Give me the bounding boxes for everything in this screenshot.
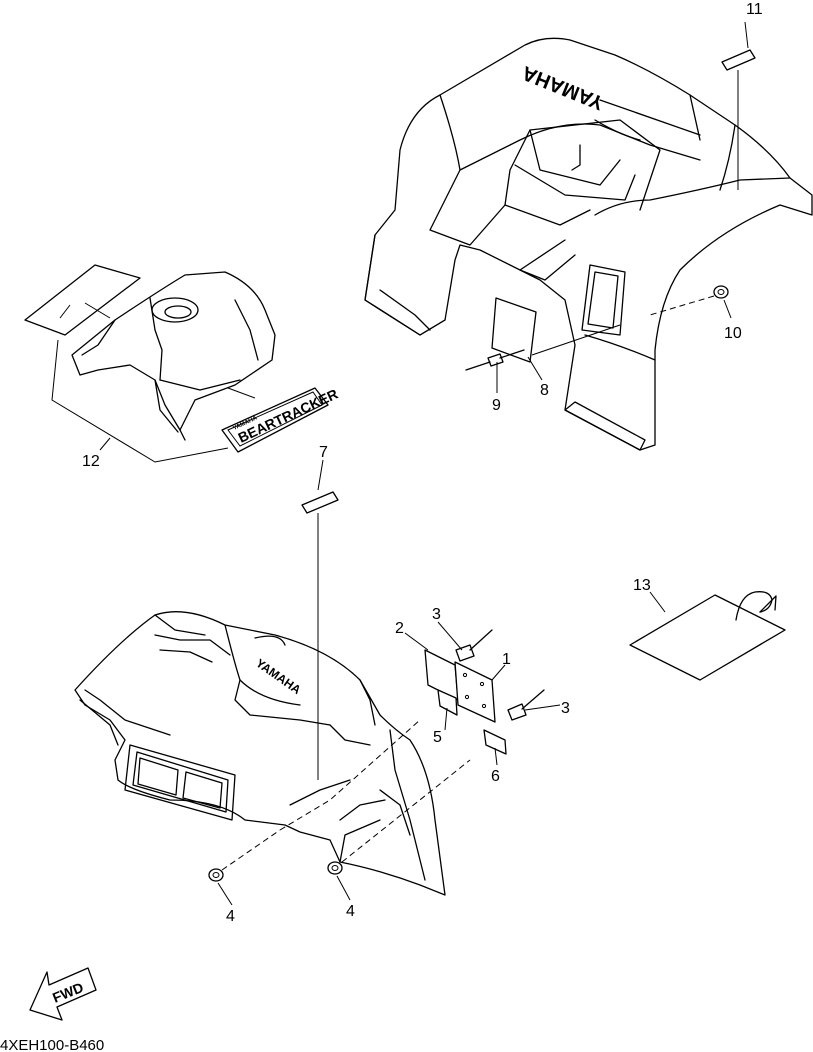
callout-4-left: 4 <box>226 908 235 925</box>
callout-10: 10 <box>724 325 742 342</box>
part-3-rivet-lower <box>507 689 545 721</box>
part-4-grommet-left <box>208 868 224 882</box>
front-fender: YAMAHA <box>74 611 446 896</box>
part-5-reflector <box>437 689 458 716</box>
fwd-arrow-icon: FWD <box>29 967 97 1021</box>
callout-3-upper: 3 <box>432 606 441 623</box>
callout-3-lower: 3 <box>561 700 570 717</box>
callout-9: 9 <box>492 397 501 414</box>
part-7-label <box>301 491 339 514</box>
part-1-plate <box>454 661 496 723</box>
part-12-label-upper <box>24 264 141 336</box>
callout-5: 5 <box>433 729 442 746</box>
callout-6: 6 <box>491 768 500 785</box>
decal-text: BEARTRACKER <box>236 386 341 446</box>
callout-12: 12 <box>82 453 100 470</box>
callout-7: 7 <box>319 444 328 461</box>
drawing-code: 4XEH100-B460 <box>0 1037 104 1052</box>
part-12-beartracker-decal: BEARTRACKER YAMAHA <box>221 386 341 453</box>
part-9-rivet <box>465 349 525 371</box>
callout-11: 11 <box>746 1 763 18</box>
part-6-reflector <box>483 729 507 755</box>
callout-13: 13 <box>633 577 651 594</box>
rear-fender: YAMAHA <box>364 37 813 451</box>
part-3-rivet-upper <box>455 629 493 662</box>
callout-4-right: 4 <box>346 903 355 920</box>
part-4-grommet-right <box>327 861 343 875</box>
callout-8: 8 <box>540 382 549 399</box>
front-top-cover <box>71 271 276 441</box>
callout-1: 1 <box>502 651 511 668</box>
part-11-label <box>721 49 756 71</box>
callout-2: 2 <box>395 620 404 637</box>
part-13-card <box>629 591 786 681</box>
part-10-grommet <box>713 285 729 299</box>
part-8-plate <box>491 297 537 363</box>
